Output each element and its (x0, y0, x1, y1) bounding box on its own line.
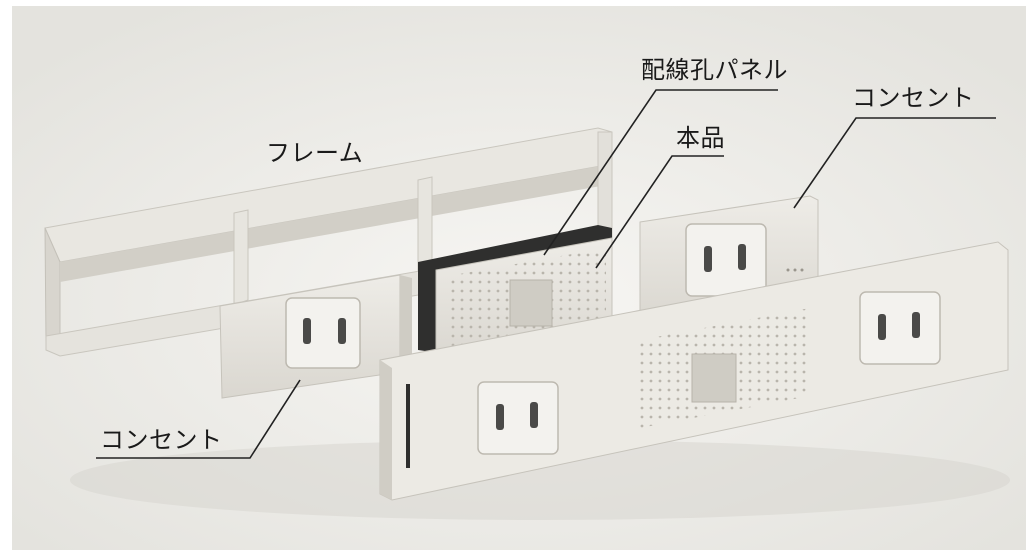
front-plate (379, 241, 1009, 501)
outlet-module-left (219, 274, 412, 399)
main-unit (418, 225, 613, 361)
leader-line-wiring-hole-panel (543, 89, 778, 256)
outlet-label-left: コンセント (100, 426, 223, 454)
main-unit-label: 本品 (676, 124, 725, 152)
floor-shadow (70, 440, 1010, 520)
leader-line-outlet-right (793, 117, 996, 209)
outlet-label-right: コンセント (852, 84, 975, 112)
leader-line-outlet-left (96, 379, 301, 459)
leader-line-main-unit (595, 155, 724, 269)
frame-label: フレーム (266, 139, 364, 167)
wiring-hole-panel-label: 配線孔パネル (641, 56, 788, 84)
